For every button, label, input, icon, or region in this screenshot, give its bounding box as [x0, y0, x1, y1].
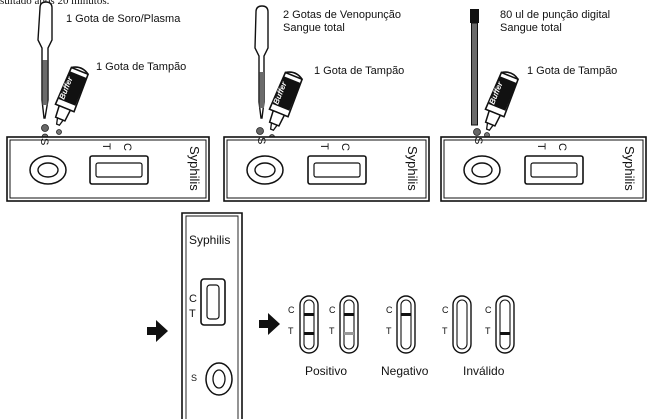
panel2-well-s-label: S — [255, 137, 267, 145]
arrow-right-icon — [259, 313, 280, 335]
panel3-capillary — [470, 9, 484, 145]
panel3-c-label: C — [556, 143, 568, 151]
large-device — [181, 212, 243, 419]
arrow-right-icon — [147, 320, 168, 342]
panel1-device-name: Syphilis — [187, 146, 202, 191]
negative-t-label: T — [386, 326, 392, 336]
positive2-c-label: C — [329, 305, 336, 315]
panel1-sample-well — [29, 155, 67, 185]
panel2-sample-label: 2 Gotas de Venopunção — [283, 9, 402, 21]
panel2-sample-well — [246, 155, 284, 185]
panel3-device — [440, 136, 647, 202]
negative-caption: Negativo — [381, 364, 429, 378]
panel2-t-label: T — [318, 143, 330, 150]
panel2-pipette — [254, 5, 269, 145]
large-device-window — [200, 278, 226, 326]
cutoff-caption: sultado após 20 minutos. — [0, 0, 110, 7]
panel1-sample-label: 1 Gota de Soro/Plasma — [66, 13, 181, 25]
positive-caption: Positivo — [305, 364, 348, 378]
panel3-t-label: T — [535, 143, 547, 150]
panel1-buffer-label: 1 Gota de Tampão — [96, 61, 187, 73]
large-device-well — [205, 362, 233, 396]
invalid2-c-label: C — [485, 305, 492, 315]
panel2-device — [223, 136, 430, 202]
positive2-t-label: T — [329, 326, 335, 336]
invalid2-t-label: T — [485, 326, 491, 336]
panel2-device-name: Syphilis — [405, 146, 420, 191]
panel3-buffer-bottle — [477, 68, 521, 135]
panel2-sample-label-line2: Sangue total — [283, 22, 345, 34]
panel1-t-label: T — [100, 143, 112, 150]
large-device-c-label: C — [189, 293, 197, 305]
invalid1-t-label: T — [442, 326, 448, 336]
panel2-buffer-bottle — [261, 68, 305, 135]
large-device-s-label: S — [191, 373, 198, 383]
panel3-well-s-label: S — [472, 137, 484, 145]
panel3-sample-label: 80 ul de punção digital — [500, 9, 611, 21]
result-strip-positive-2 — [339, 295, 359, 354]
panel3-result-window — [524, 155, 584, 185]
negative-c-label: C — [386, 305, 393, 315]
result-strip-negative — [396, 295, 416, 354]
panel2-result-window — [307, 155, 367, 185]
large-device-t-label: T — [189, 308, 196, 320]
panel3-sample-label-line2: Sangue total — [500, 22, 562, 34]
panel1-well-s-label: S — [38, 138, 50, 146]
result-strip-positive-1 — [299, 295, 319, 354]
positive1-t-label: T — [288, 326, 294, 336]
panel1-pipette — [37, 1, 53, 141]
panel2-buffer-label: 1 Gota de Tampão — [314, 65, 405, 77]
invalid-caption: Inválido — [463, 364, 505, 378]
result-strip-invalid-2 — [495, 295, 515, 354]
panel1-device — [6, 136, 210, 202]
panel3-sample-well — [463, 155, 501, 185]
panel3-device-name: Syphilis — [622, 146, 637, 191]
panel1-result-window — [89, 155, 149, 185]
panel1-buffer-drop — [56, 129, 62, 135]
positive1-c-label: C — [288, 305, 295, 315]
panel3-buffer-label: 1 Gota de Tampão — [527, 65, 618, 77]
large-device-title: Syphilis — [189, 233, 231, 247]
panel2-c-label: C — [339, 143, 351, 151]
result-strip-invalid-1 — [452, 295, 472, 354]
panel1-buffer-bottle — [47, 63, 91, 130]
invalid1-c-label: C — [442, 305, 449, 315]
panel1-c-label: C — [121, 143, 133, 151]
